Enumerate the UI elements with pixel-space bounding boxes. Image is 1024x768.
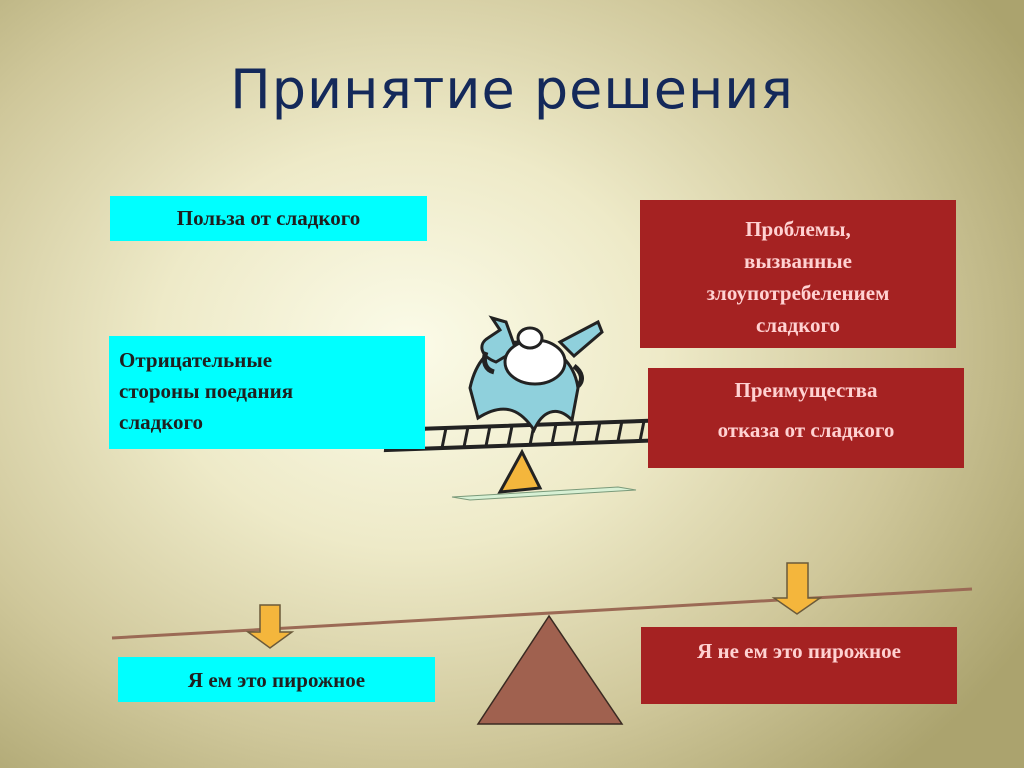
problems-line: злоупотребелением (706, 281, 890, 305)
advantages-line: отказа от сладкого (717, 418, 895, 442)
seesaw-beam (111, 587, 973, 640)
not-eat-cake-box: Я не ем это пирожное (641, 627, 957, 704)
down-arrow-icon (245, 604, 295, 649)
problems-line: вызванные (744, 249, 852, 273)
advantages-box: Преимущества отказа от сладкого (648, 368, 964, 468)
down-arrow-icon (771, 562, 823, 615)
negative-sides-box: Отрицательные стороны поедания сладкого (109, 336, 425, 449)
balancing-figure-clipart (383, 315, 673, 501)
advantages-line: Преимущества (734, 378, 878, 402)
eat-cake-box: Я ем это пирожное (118, 657, 435, 702)
negative-line: стороны поедания (119, 379, 294, 403)
slide-title: Принятие решения (230, 58, 794, 121)
problems-line: Проблемы, (745, 217, 851, 241)
benefit-box: Польза от сладкого (110, 196, 427, 241)
negative-line: сладкого (119, 410, 204, 434)
problems-line: сладкого (755, 313, 841, 337)
triangle-fulcrum (476, 614, 624, 725)
negative-line: Отрицательные (119, 348, 273, 372)
problems-box: Проблемы, вызванные злоупотребелением сл… (640, 200, 956, 348)
